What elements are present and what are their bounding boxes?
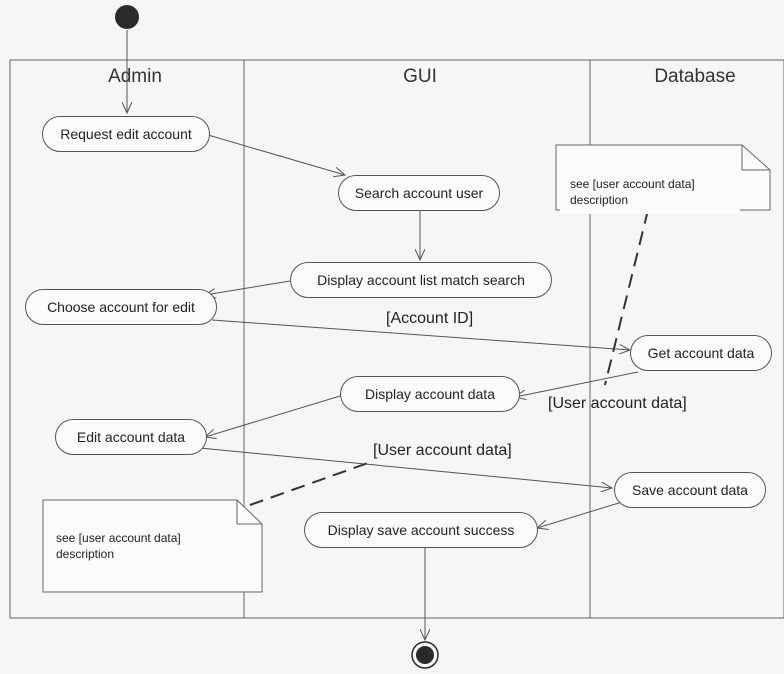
note-admin-fold <box>236 500 262 525</box>
flow-get-data-to-display-data <box>515 371 639 397</box>
flow-request-to-search <box>207 134 345 175</box>
guard-account-id: [Account ID] <box>386 310 474 327</box>
activity-edit-account-data: Edit account data <box>55 419 207 455</box>
flow-save-to-display-success <box>537 501 623 528</box>
activity-display-account-list: Display account list match search <box>290 262 552 298</box>
activity-search-account-user: Search account user <box>338 175 500 211</box>
note-admin: see [user account data] description <box>46 524 236 568</box>
activity-display-save-success: Display save account success <box>304 512 538 548</box>
note-database-fold <box>741 145 770 171</box>
guard-user-account-data-2: [User account data] <box>373 442 512 459</box>
activity-request-edit-account: Request edit account <box>42 116 210 152</box>
flow-display-list-to-choose <box>205 280 291 295</box>
note-database-line1: see [user account data] <box>570 177 695 191</box>
note-admin-anchor <box>249 462 369 506</box>
swimlane-frame <box>9 59 784 619</box>
flow-choose-to-get-data <box>211 319 630 350</box>
note-admin-line2: description <box>56 547 115 561</box>
final-state-ring <box>411 641 439 669</box>
activity-display-account-data: Display account data <box>340 376 520 412</box>
activity-choose-account: Choose account for edit <box>25 289 217 325</box>
flow-edit-to-save <box>199 447 612 488</box>
note-database-anchor <box>604 209 649 386</box>
flow-display-data-to-edit <box>205 395 341 437</box>
initial-state <box>115 5 139 29</box>
note-admin-line1: see [user account data] <box>56 531 181 545</box>
note-database-line2: description <box>570 193 629 207</box>
lane-header-admin: Admin <box>108 66 162 87</box>
activity-save-account-data: Save account data <box>614 472 766 508</box>
lane-header-gui: GUI <box>403 66 437 87</box>
lane-header-database: Database <box>654 66 736 87</box>
guard-user-account-data-1: [User account data] <box>548 395 687 412</box>
activity-get-account-data: Get account data <box>630 335 772 371</box>
note-database: see [user account data] description <box>560 170 740 214</box>
final-state <box>416 646 434 664</box>
